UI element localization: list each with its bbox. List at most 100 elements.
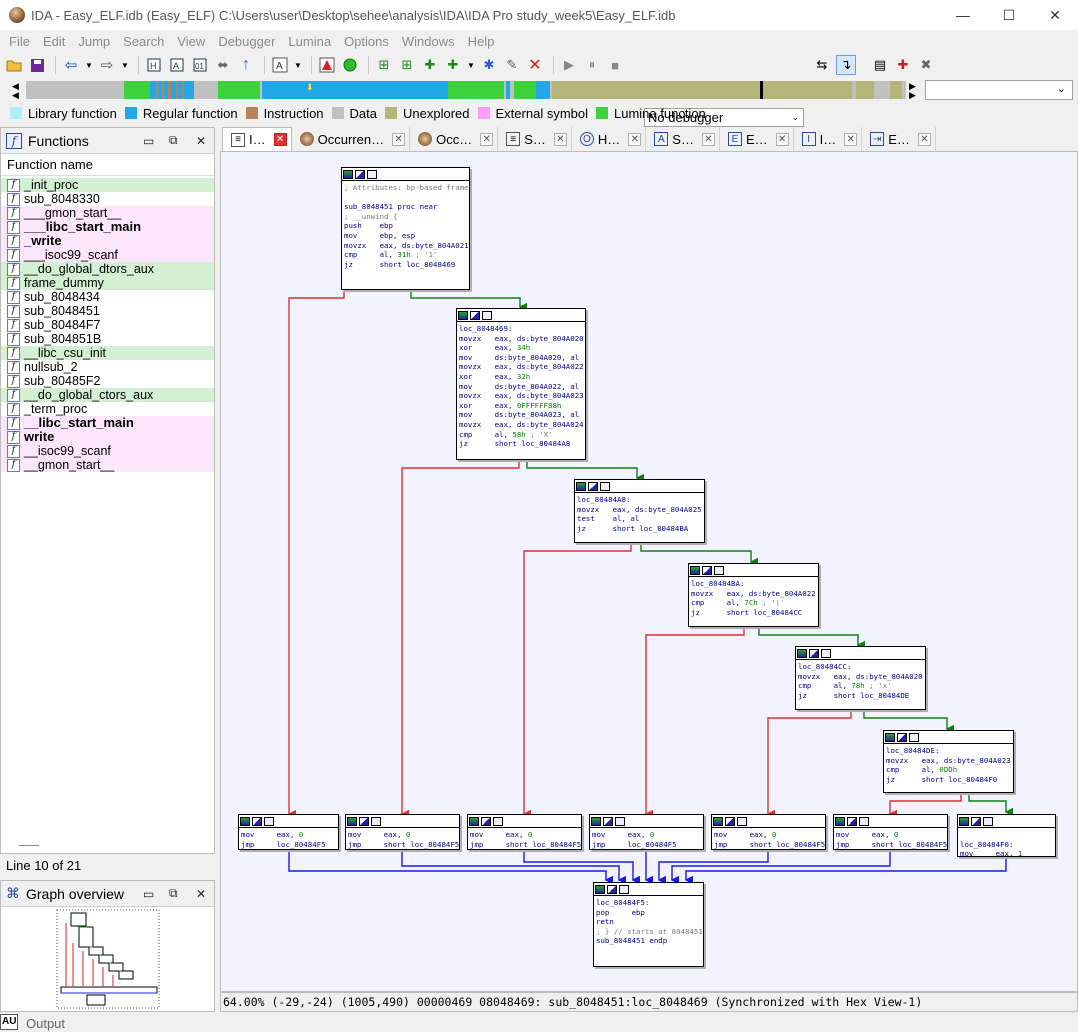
star-icon[interactable]: ✱	[483, 57, 495, 72]
add-item-icon[interactable]: ✚	[424, 57, 436, 72]
function-row[interactable]: f__isoc99_scanf	[1, 444, 214, 458]
search-immediate-icon[interactable]: 01	[190, 55, 210, 75]
save-icon[interactable]	[27, 55, 47, 75]
panel-float-icon[interactable]: ⧉	[169, 133, 178, 147]
menu-view[interactable]: View	[177, 34, 206, 49]
jump-up-icon[interactable]: ↑	[242, 56, 250, 73]
back-arrow-icon[interactable]: ⇦	[64, 57, 78, 74]
back-dropdown-icon[interactable]: ▼	[85, 60, 93, 70]
attach-process-icon[interactable]: ⇆	[816, 57, 828, 72]
segment-select[interactable]: ⌄	[925, 80, 1073, 100]
menu-search[interactable]: Search	[123, 34, 165, 49]
close-button[interactable]: ✕	[1049, 6, 1061, 23]
search-binary-icon[interactable]: H	[144, 55, 164, 75]
text-mode-icon[interactable]: A	[270, 55, 290, 75]
function-row[interactable]: f___gmon_start__	[1, 206, 214, 220]
run-icon[interactable]: ▶	[564, 57, 574, 72]
open-folder-icon[interactable]	[4, 55, 24, 75]
step-into-icon[interactable]: ↴	[836, 55, 856, 75]
forward-dropdown-icon[interactable]: ▼	[121, 60, 129, 70]
menu-options[interactable]: Options	[344, 34, 389, 49]
output-tab[interactable]: Output	[26, 1016, 66, 1031]
create-struct-icon[interactable]: ⊞	[401, 57, 413, 72]
menu-debugger[interactable]: Debugger	[218, 34, 276, 49]
debugger-select[interactable]: No debugger⌄	[644, 108, 804, 127]
maximize-button[interactable]: ☐	[1002, 6, 1016, 23]
navigation-band[interactable]: ◀ ◀ ⬇ ▶ ▶ ⌄	[0, 79, 1078, 101]
menu-lumina[interactable]: Lumina	[288, 34, 332, 49]
text-mode-dropdown-icon[interactable]: ▼	[294, 60, 302, 70]
breakpoints-icon[interactable]: ▤	[873, 57, 887, 72]
code-block-sub-8048451[interactable]: ; Attributes: bp-based frame sub_8048451…	[341, 167, 470, 290]
forward-arrow-icon[interactable]: ⇨	[100, 57, 114, 74]
add-breakpoint-icon[interactable]: ✚	[897, 57, 909, 72]
code-block-loc-80484F0[interactable]: loc_80484F0:mov eax, 1	[957, 814, 1056, 857]
function-row[interactable]: f___libc_start_main	[1, 220, 214, 234]
tab-occurrences-2[interactable]: Occ…✕	[410, 127, 499, 151]
warning-icon[interactable]	[317, 55, 337, 75]
tab-close-icon[interactable]: ✕	[844, 132, 858, 146]
function-name-column-header[interactable]: Function name	[1, 154, 214, 176]
minimize-button[interactable]: —	[956, 7, 970, 23]
stop-icon[interactable]: ■	[611, 57, 619, 73]
tab-close-icon[interactable]: ✕	[553, 132, 567, 146]
panel-minimize-icon[interactable]: ▭	[143, 133, 155, 148]
tab-close-icon[interactable]: ✕	[701, 132, 715, 146]
tab-occurrences-1[interactable]: Occurren…✕	[292, 127, 411, 151]
delete-breakpoint-icon[interactable]: ✖	[920, 57, 932, 72]
function-row[interactable]: f__do_global_ctors_aux	[1, 388, 214, 402]
tab-close-icon[interactable]: ✕	[392, 132, 406, 146]
panel-float-icon[interactable]: ⧉	[169, 886, 178, 900]
function-row[interactable]: f_init_proc	[1, 178, 214, 192]
function-row[interactable]: f__libc_csu_init	[1, 346, 214, 360]
delete-icon[interactable]: ✕	[528, 57, 542, 74]
panel-close-icon[interactable]: ✕	[196, 886, 207, 901]
edit-icon[interactable]: ✎	[506, 57, 518, 72]
graph-overview-minimap[interactable]	[1, 907, 214, 1011]
tab-exports[interactable]: ⇥E…✕	[862, 127, 936, 151]
tab-close-icon[interactable]: ✕	[273, 133, 287, 146]
tab-close-icon[interactable]: ✕	[480, 132, 494, 146]
panel-minimize-icon[interactable]: ▭	[143, 886, 155, 901]
search-next-icon[interactable]: ⬌	[217, 57, 229, 72]
splitter-handle[interactable]	[19, 845, 39, 846]
menu-edit[interactable]: Edit	[42, 34, 66, 49]
menu-file[interactable]: File	[9, 34, 30, 49]
tab-ida-view[interactable]: ≡I…✕	[222, 127, 292, 151]
graph-view[interactable]: ; Attributes: bp-based frame sub_8048451…	[220, 151, 1078, 992]
add-dropdown-icon[interactable]: ✚	[447, 57, 459, 72]
function-row[interactable]: f___isoc99_scanf	[1, 248, 214, 262]
add-dropdown-arrow-icon[interactable]: ▼	[467, 60, 475, 70]
function-row[interactable]: f__gmon_start__	[1, 458, 214, 472]
function-row[interactable]: f_term_proc	[1, 402, 214, 416]
menu-help[interactable]: Help	[467, 34, 495, 49]
tab-strings[interactable]: ≡S…✕	[498, 127, 572, 151]
menu-jump[interactable]: Jump	[78, 34, 111, 49]
panel-close-icon[interactable]: ✕	[196, 133, 207, 148]
tab-close-icon[interactable]: ✕	[775, 132, 789, 146]
tab-close-icon[interactable]: ✕	[628, 132, 642, 146]
green-circle-icon[interactable]	[340, 55, 360, 75]
